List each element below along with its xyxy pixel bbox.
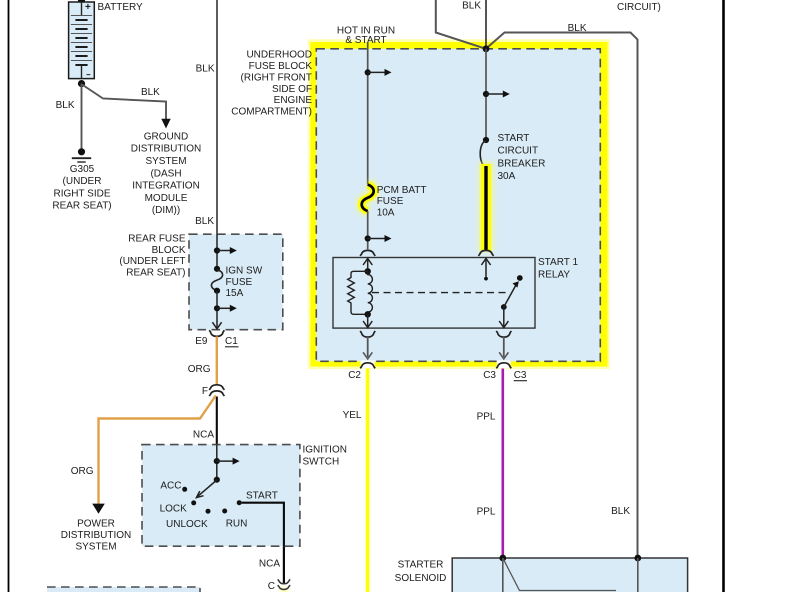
svg-text:CIRCUIT): CIRCUIT): [617, 2, 661, 13]
svg-text:RUN: RUN: [226, 518, 248, 529]
svg-text:IGN SW: IGN SW: [226, 266, 263, 277]
svg-text:HOT IN RUN: HOT IN RUN: [337, 25, 395, 36]
svg-text:UNLOCK: UNLOCK: [166, 519, 208, 530]
svg-text:IGNITION: IGNITION: [303, 444, 347, 455]
svg-text:BREAKER: BREAKER: [498, 158, 546, 169]
svg-text:C2: C2: [348, 370, 361, 381]
svg-text:30A: 30A: [498, 171, 516, 182]
svg-text:REAR SEAT): REAR SEAT): [52, 201, 111, 212]
svg-text:NCA: NCA: [193, 430, 214, 441]
svg-text:+: +: [85, 2, 91, 13]
svg-text:ORG: ORG: [71, 466, 94, 477]
svg-text:UNDERHOOD: UNDERHOOD: [246, 50, 312, 61]
svg-text:PPL: PPL: [477, 506, 496, 517]
svg-text:BLOCK: BLOCK: [152, 245, 186, 256]
svg-text:POWER: POWER: [77, 519, 115, 530]
svg-text:SYSTEM: SYSTEM: [75, 542, 116, 553]
svg-text:PPL: PPL: [477, 411, 496, 422]
svg-text:START: START: [246, 491, 278, 502]
svg-text:15A: 15A: [226, 288, 244, 299]
svg-text:FUSE BLOCK: FUSE BLOCK: [249, 61, 313, 72]
svg-text:DISTRIBUTION: DISTRIBUTION: [61, 530, 132, 541]
svg-text:(UNDER LEFT: (UNDER LEFT: [119, 256, 185, 267]
svg-text:GROUND: GROUND: [144, 131, 188, 142]
svg-text:STARTER: STARTER: [398, 559, 444, 570]
svg-text:& START: & START: [345, 35, 386, 46]
svg-text:BLK: BLK: [462, 1, 481, 12]
svg-text:CIRCUIT: CIRCUIT: [498, 146, 539, 157]
svg-text:ACC: ACC: [160, 481, 181, 492]
svg-text:ENGINE: ENGINE: [274, 95, 313, 106]
svg-text:BLK: BLK: [195, 216, 214, 227]
svg-text:SIDE OF: SIDE OF: [272, 84, 312, 95]
svg-text:(UNDER: (UNDER: [63, 176, 102, 187]
svg-text:E9: E9: [195, 336, 208, 347]
svg-text:BLK: BLK: [141, 87, 160, 98]
svg-text:C: C: [268, 581, 275, 592]
svg-text:F: F: [202, 386, 208, 397]
svg-text:(DASH: (DASH: [150, 168, 181, 179]
svg-text:REAR FUSE: REAR FUSE: [128, 234, 186, 245]
svg-text:FUSE: FUSE: [226, 277, 253, 288]
svg-text:(RIGHT FRONT: (RIGHT FRONT: [241, 72, 312, 83]
svg-text:ORG: ORG: [188, 364, 211, 375]
svg-text:BLK: BLK: [56, 100, 75, 111]
svg-text:C1: C1: [225, 336, 238, 347]
svg-text:SWTCH: SWTCH: [303, 457, 340, 468]
svg-text:C3: C3: [483, 370, 496, 381]
svg-text:SOLENOID: SOLENOID: [395, 573, 447, 584]
svg-text:BLK: BLK: [568, 23, 587, 34]
svg-text:DISTRIBUTION: DISTRIBUTION: [131, 144, 202, 155]
svg-text:YEL: YEL: [343, 410, 362, 421]
svg-text:G305: G305: [70, 164, 95, 175]
svg-text:MODULE: MODULE: [145, 193, 188, 204]
svg-text:RIGHT SIDE: RIGHT SIDE: [53, 188, 110, 199]
svg-text:RELAY: RELAY: [538, 270, 570, 281]
svg-text:NCA: NCA: [259, 559, 280, 570]
svg-text:INTEGRATION: INTEGRATION: [132, 181, 200, 192]
svg-text:(DIM)): (DIM)): [152, 205, 180, 216]
svg-text:PCM BATT: PCM BATT: [377, 185, 427, 196]
svg-text:COMPARTMENT): COMPARTMENT): [231, 106, 312, 117]
svg-text:START 1: START 1: [538, 257, 578, 268]
svg-text:FUSE: FUSE: [377, 196, 404, 207]
svg-text:10A: 10A: [377, 207, 395, 218]
svg-text:START: START: [498, 133, 530, 144]
svg-text:SYSTEM: SYSTEM: [145, 156, 186, 167]
svg-text:BATTERY: BATTERY: [98, 2, 144, 13]
svg-text:LOCK: LOCK: [160, 504, 188, 515]
svg-text:BLK: BLK: [611, 506, 630, 517]
svg-text:C3: C3: [514, 370, 527, 381]
svg-text:BLK: BLK: [196, 64, 215, 75]
svg-text:REAR SEAT): REAR SEAT): [126, 267, 185, 278]
